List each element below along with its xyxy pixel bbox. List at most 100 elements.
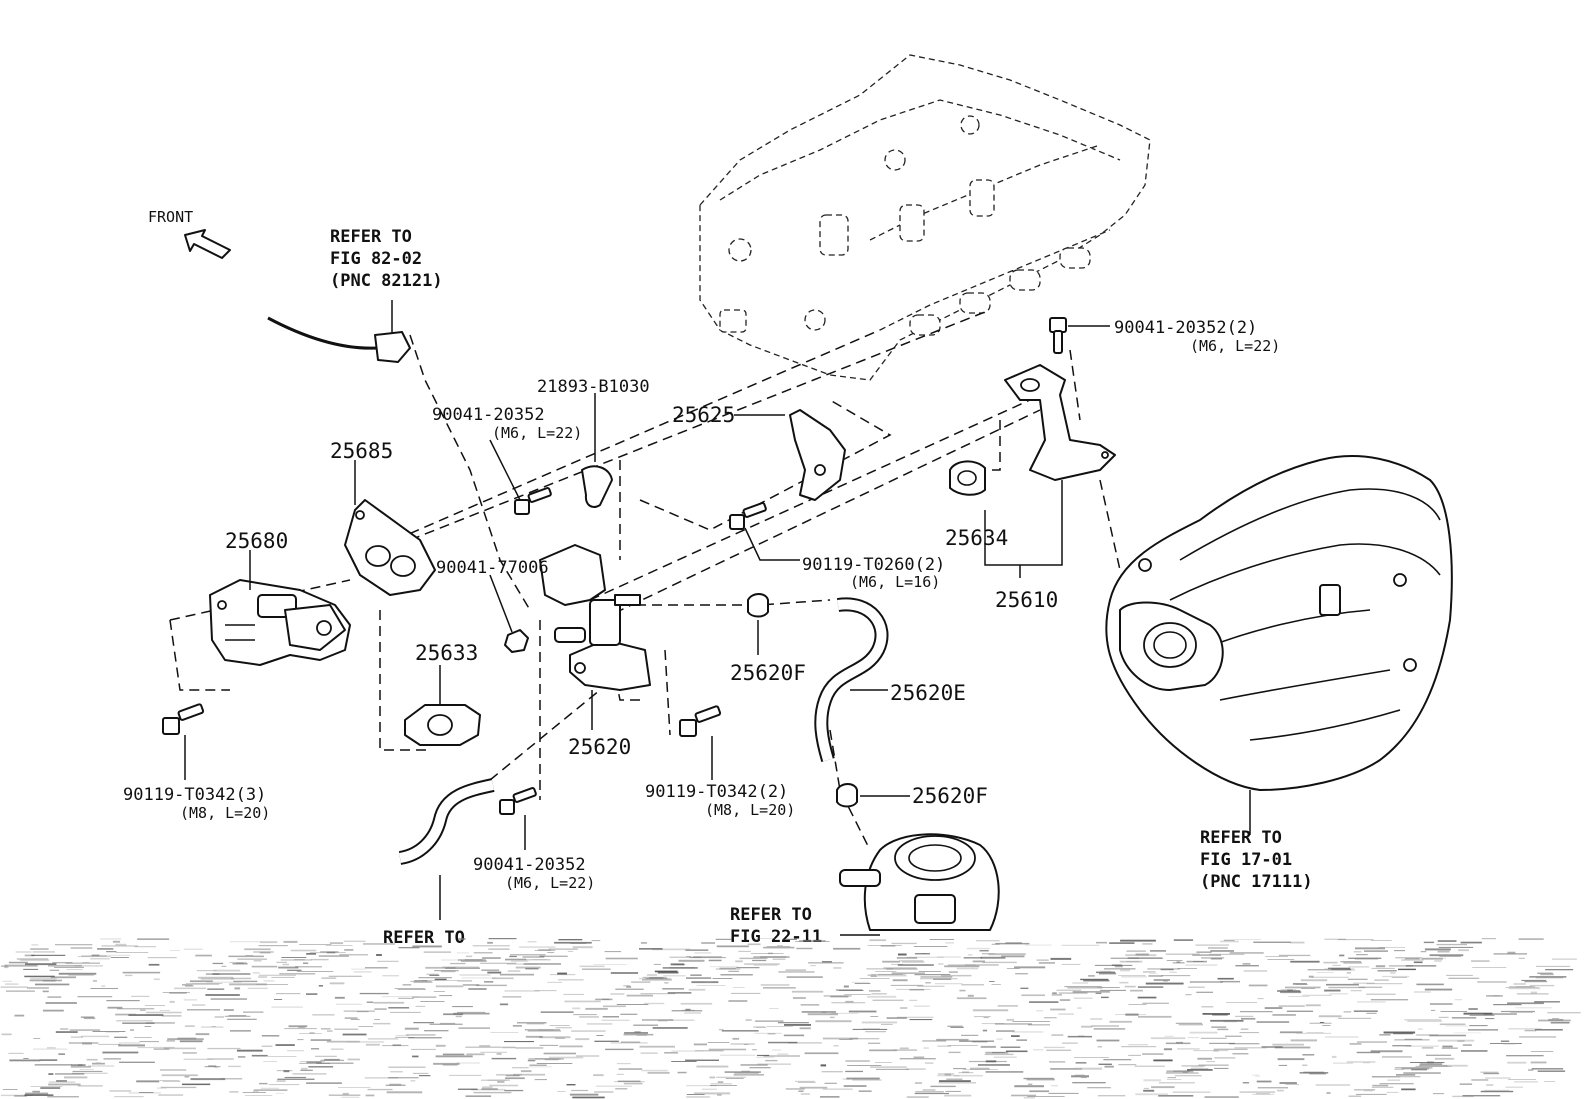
noise-speck [34, 1064, 72, 1066]
noise-speck [1328, 967, 1350, 969]
noise-speck [274, 999, 283, 1000]
noise-speck [1440, 1011, 1467, 1012]
noise-speck [799, 1086, 828, 1089]
noise-speck [505, 1075, 520, 1077]
noise-speck [1481, 938, 1496, 940]
noise-speck [1142, 943, 1153, 945]
noise-speck [896, 1016, 934, 1018]
noise-speck [1308, 975, 1314, 978]
noise-speck [115, 952, 149, 953]
bolt-90119-t0260 [729, 502, 800, 561]
noise-speck [1255, 1093, 1270, 1095]
noise-speck [795, 941, 830, 942]
label-25620f-bottom: 25620F [912, 784, 988, 808]
noise-speck [1103, 968, 1136, 970]
noise-speck [1135, 1093, 1168, 1096]
noise-speck [388, 1066, 426, 1068]
noise-speck [394, 988, 425, 989]
label-25680: 25680 [225, 529, 288, 553]
noise-speck [523, 963, 561, 965]
intake-manifold [1105, 455, 1453, 835]
noise-speck [851, 981, 870, 983]
noise-speck [1181, 1065, 1206, 1067]
noise-speck [128, 1092, 161, 1094]
noise-speck [596, 1035, 604, 1036]
noise-speck [1029, 1090, 1050, 1093]
noise-speck [845, 1000, 854, 1003]
noise-speck [548, 948, 578, 950]
noise-speck [913, 1056, 925, 1059]
noise-speck [102, 1051, 139, 1054]
noise-speck [636, 1034, 647, 1036]
noise-speck [464, 959, 483, 961]
noise-speck [831, 1012, 859, 1014]
noise-speck [472, 945, 510, 947]
noise-speck [549, 1025, 570, 1026]
noise-speck [1441, 1047, 1458, 1049]
noise-speck [515, 966, 541, 969]
noise-speck [1506, 1055, 1544, 1057]
noise-speck [115, 1013, 136, 1016]
noise-speck [808, 962, 844, 964]
noise-speck [1469, 1025, 1488, 1027]
noise-speck [1164, 1035, 1174, 1037]
noise-speck [33, 1048, 68, 1050]
noise-speck [922, 1089, 936, 1091]
noise-speck [252, 972, 260, 974]
noise-speck [730, 1043, 755, 1045]
noise-speck [642, 978, 672, 981]
noise-speck [1021, 994, 1045, 997]
noise-speck [1014, 1085, 1044, 1088]
noise-speck [70, 1066, 91, 1068]
noise-speck [170, 950, 181, 951]
noise-speck [306, 993, 318, 995]
noise-speck [167, 1038, 204, 1041]
noise-speck [749, 1067, 771, 1069]
noise-speck [1195, 944, 1229, 946]
noise-speck [468, 988, 487, 990]
noise-speck [920, 976, 953, 978]
noise-speck [528, 1066, 552, 1068]
noise-speck [326, 951, 336, 954]
noise-speck [376, 954, 382, 956]
noise-speck [66, 969, 83, 970]
noise-speck [830, 995, 849, 998]
noise-speck [1074, 1074, 1085, 1076]
noise-speck [668, 1019, 695, 1021]
noise-speck [871, 973, 906, 976]
noise-speck [286, 1050, 305, 1052]
noise-speck [1138, 1015, 1172, 1018]
noise-speck [1439, 1023, 1466, 1026]
noise-speck [1102, 971, 1112, 973]
noise-speck [1515, 1007, 1553, 1009]
noise-speck [1210, 1019, 1244, 1022]
noise-speck [558, 979, 584, 981]
noise-speck [139, 1092, 154, 1093]
noise-speck [1213, 1048, 1248, 1050]
noise-speck [4, 966, 9, 969]
noise-speck [1513, 983, 1526, 985]
noise-speck [1096, 1039, 1120, 1042]
noise-speck [103, 1058, 121, 1060]
noise-speck [1125, 954, 1157, 957]
noise-speck [27, 987, 49, 989]
noise-speck [1143, 1079, 1162, 1082]
noise-speck [977, 1064, 1010, 1066]
noise-speck [1507, 1002, 1544, 1005]
gasket-25685 [344, 460, 436, 596]
noise-speck [367, 1038, 399, 1040]
noise-speck [1124, 985, 1136, 988]
noise-speck [1046, 1049, 1072, 1051]
noise-speck [1438, 946, 1474, 948]
noise-speck [512, 1067, 529, 1069]
noise-speck [921, 953, 927, 954]
noise-speck [207, 1058, 234, 1060]
noise-speck [223, 1009, 234, 1011]
noise-speck [1166, 960, 1183, 961]
noise-speck [982, 961, 1017, 964]
noise-speck [1277, 1089, 1284, 1092]
noise-speck [571, 1030, 606, 1032]
noise-speck [2, 980, 12, 982]
noise-speck [24, 1094, 54, 1096]
noise-speck [531, 959, 548, 960]
